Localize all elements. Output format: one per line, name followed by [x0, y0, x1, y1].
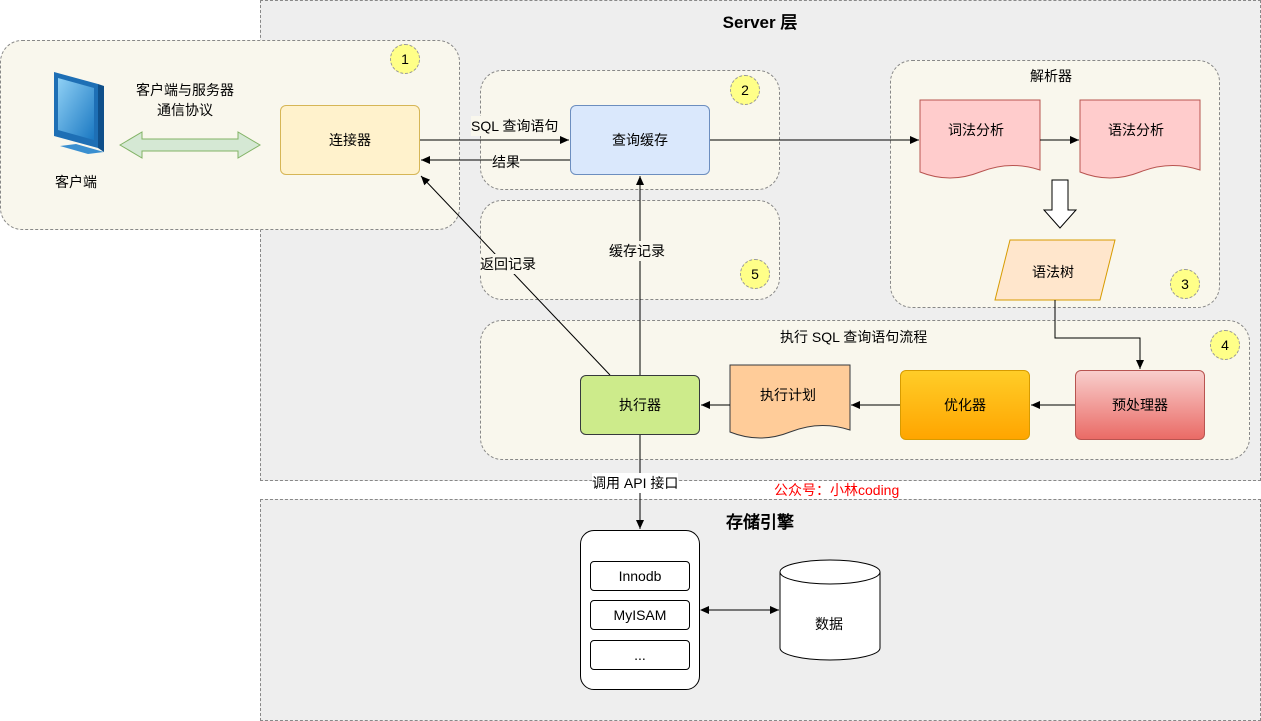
edge-label-cache-record: 缓存记录: [609, 241, 665, 261]
server-layer-title: Server 层: [722, 13, 798, 32]
edge-label-call-api: 调用 API 接口: [592, 473, 679, 493]
executor-box[interactable]: 执行器: [580, 375, 700, 435]
edge-label-result: 结果: [492, 152, 520, 172]
parser-down-arrow: [1042, 179, 1078, 229]
badge-connector: 1: [390, 44, 420, 74]
engine-more[interactable]: ...: [590, 640, 690, 670]
edge-label-sql-query: SQL 查询语句: [471, 116, 559, 136]
badge-execution: 4: [1210, 330, 1240, 360]
engine-myisam[interactable]: MyISAM: [590, 600, 690, 630]
query-cache-box[interactable]: 查询缓存: [570, 105, 710, 175]
data-store-label: 数据: [815, 616, 843, 632]
protocol-label: 客户端与服务器 通信协议: [110, 80, 260, 120]
edge-tree-to-preprocessor: [1054, 300, 1144, 369]
plan-doc-shape: [729, 364, 851, 439]
badge-parser: 3: [1170, 269, 1200, 299]
connector-box[interactable]: 连接器: [280, 105, 420, 175]
watermark: 公众号：小林coding: [774, 482, 900, 498]
syntax-tree-shape: [994, 239, 1116, 301]
badge-cache-record: 5: [740, 259, 770, 289]
database-cylinder: [779, 559, 881, 661]
client-monitor-icon: [50, 70, 106, 160]
protocol-label-line2: 通信协议: [157, 102, 213, 118]
engine-innodb[interactable]: Innodb: [590, 561, 690, 591]
client-label: 客户端: [55, 174, 97, 190]
plan-label[interactable]: 执行计划: [760, 387, 816, 403]
edge-label-return-record: 返回记录: [480, 254, 536, 274]
client-protocol-arrow: [119, 131, 261, 159]
parser-title: 解析器: [1030, 68, 1072, 84]
syntax-tree-label[interactable]: 语法树: [1032, 264, 1074, 280]
optimizer-box[interactable]: 优化器: [900, 370, 1030, 440]
badge-query-cache: 2: [730, 75, 760, 105]
syntax-doc-shape: [1079, 99, 1201, 179]
edge-return-record: [420, 175, 611, 376]
cache-record-group: [480, 200, 780, 300]
execution-title: 执行 SQL 查询语句流程: [780, 329, 928, 345]
storage-layer-title: 存储引擎: [726, 513, 794, 532]
lexical-doc-shape: [919, 99, 1041, 179]
protocol-label-line1: 客户端与服务器: [136, 82, 234, 98]
syntax-label[interactable]: 语法分析: [1108, 122, 1164, 138]
preprocessor-box[interactable]: 预处理器: [1075, 370, 1205, 440]
lexical-label[interactable]: 词法分析: [948, 122, 1004, 138]
